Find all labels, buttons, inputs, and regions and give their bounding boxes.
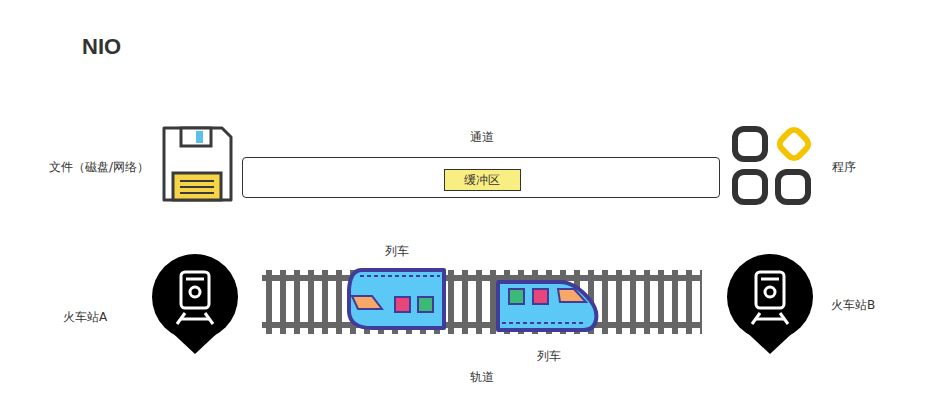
program-icon-part — [777, 127, 811, 161]
file-label: 文件（磁盘/网络） — [49, 159, 149, 175]
file-icon-part — [181, 128, 211, 146]
file-icon-part — [164, 128, 231, 200]
train-part — [418, 297, 433, 312]
station-icon-part — [186, 278, 204, 281]
train-part — [352, 296, 382, 309]
train — [498, 282, 596, 330]
train-part — [395, 297, 410, 312]
station-icon-part — [727, 254, 813, 340]
train-part — [558, 289, 586, 302]
train-part — [349, 270, 444, 328]
station-icon-part — [765, 287, 775, 297]
track — [262, 270, 702, 334]
station-icon — [152, 254, 238, 354]
track-part — [262, 270, 702, 334]
train-part — [502, 322, 586, 324]
track-part — [262, 322, 702, 328]
station-icon-part — [755, 318, 785, 321]
train-part — [360, 275, 440, 277]
file-icon-part — [180, 186, 214, 188]
station-icon — [727, 254, 813, 354]
channel-box: 通道缓冲区 — [242, 157, 720, 198]
station-label: 火车站A — [63, 309, 107, 325]
station-icon-part — [756, 272, 784, 308]
train — [349, 270, 444, 328]
station-icon-part — [177, 272, 213, 324]
station-icon-part — [761, 278, 779, 281]
train-label: 列车 — [537, 348, 561, 364]
buffer-box: 缓冲区 — [444, 169, 521, 191]
program-icon-part — [735, 172, 765, 202]
file-icon-part — [196, 131, 203, 143]
station-icon-part — [152, 254, 238, 340]
station-icon-part — [180, 318, 210, 321]
buffer-label: 缓冲区 — [464, 172, 500, 188]
train-part — [509, 289, 524, 304]
track-label: 轨道 — [470, 369, 494, 385]
train-part — [533, 289, 548, 304]
file-icon-part — [180, 180, 214, 182]
program-icon-part — [778, 172, 808, 202]
title: NIO — [82, 34, 121, 60]
channel-label: 通道 — [470, 129, 494, 145]
station-icon-part — [190, 287, 200, 297]
station-icon-part — [181, 272, 209, 308]
program-icon — [735, 127, 811, 202]
station-icon-part — [752, 272, 788, 324]
program-label: 程序 — [832, 159, 856, 175]
train-part — [498, 282, 596, 330]
file-icon-part — [173, 173, 221, 200]
file-icon — [164, 128, 231, 200]
track-part — [262, 275, 702, 281]
file-icon-part — [180, 192, 214, 194]
program-icon-part — [735, 129, 765, 159]
station-label: 火车站B — [831, 297, 875, 313]
train-label: 列车 — [385, 243, 409, 259]
